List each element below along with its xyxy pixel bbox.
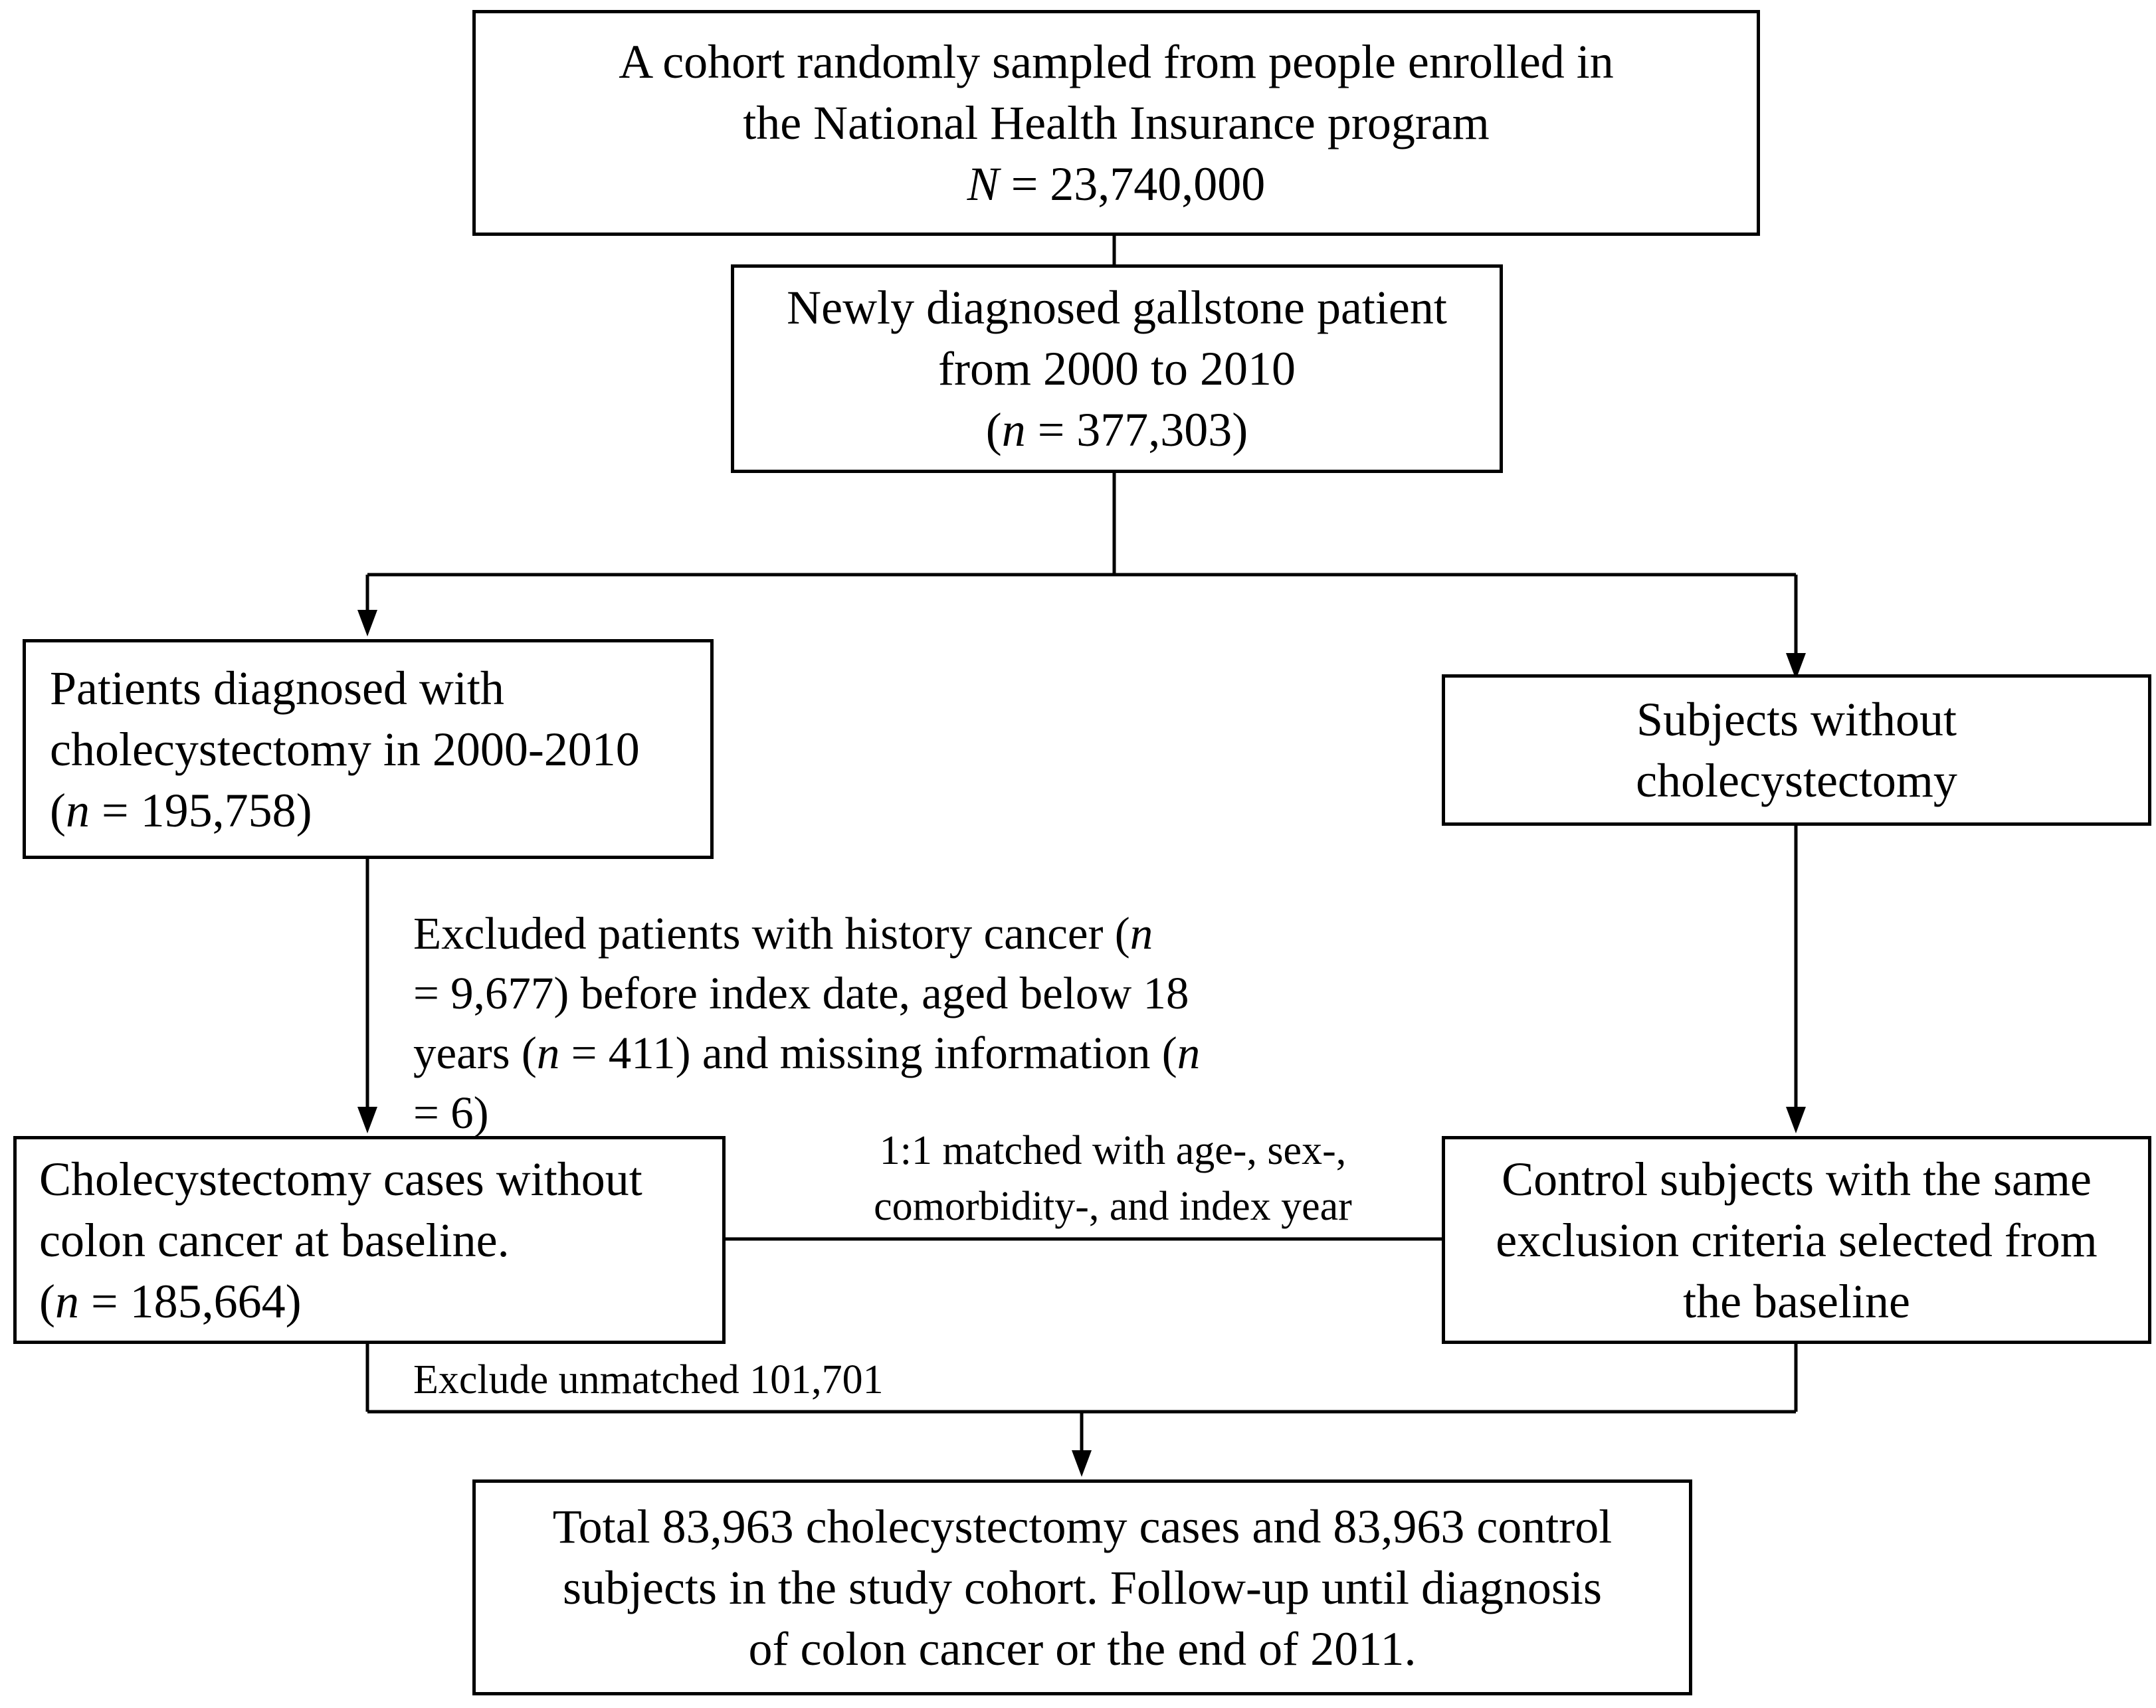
cholecystectomy-box: Patients diagnosed with cholecystectomy … [23,639,714,859]
cases-line-2: colon cancer at baseline. [39,1213,510,1267]
cohort-count: N = 23,740,000 [967,153,1266,215]
cohort-box: A cohort randomly sampled from people en… [472,10,1760,236]
controls-line-3: the baseline [1683,1274,1910,1328]
unmatched-note: Exclude unmatched 101,701 [413,1352,1011,1408]
exclusion-line-2: = 9,677) before index date, aged below 1… [413,968,1189,1018]
controls-box: Control subjects with the same exclusion… [1442,1136,2151,1344]
arrowhead-total [1072,1450,1092,1477]
cases-count: (n = 185,664) [39,1274,302,1328]
without-line-1: Subjects without [1636,693,1957,746]
arrowhead-controls [1786,1107,1806,1133]
gallstone-line-1: Newly diagnosed gallstone patient [787,281,1447,334]
total-box: Total 83,963 cholecystectomy cases and 8… [472,1479,1692,1695]
without-line-2: cholecystectomy [1636,754,1957,807]
matching-line-2: comorbidity-, and index year [874,1184,1352,1229]
exclusion-line-4: = 6) [413,1088,489,1138]
exclusion-n-symbol-2: n [536,1028,560,1078]
exclusion-n-symbol-3: n [1177,1028,1201,1078]
exclusion-line-3-mid: = 411) and missing information ( [559,1028,1177,1078]
cases-n-value: = 185,664) [90,1274,302,1328]
without-cholecystectomy-box: Subjects without cholecystectomy [1442,674,2151,826]
cases-box: Cholecystectomy cases without colon canc… [13,1136,726,1344]
cohort-line-2: the National Health Insurance program [743,96,1490,149]
gallstone-box: Newly diagnosed gallstone patient from 2… [731,264,1503,473]
matching-note: 1:1 matched with age-, sex-, comorbidity… [797,1123,1428,1234]
exclusion-line-1-text: Excluded patients with history cancer ( [413,908,1130,959]
exclusion-note: Excluded patients with history cancer (n… [413,903,1290,1143]
gallstone-count: (n = 377,303) [985,403,1248,456]
controls-line-1: Control subjects with the same [1502,1152,2092,1206]
exclusion-line-3-pre: years ( [413,1028,537,1078]
cases-line-1: Cholecystectomy cases without [39,1152,642,1206]
exclusion-line-3: years (n = 411) and missing information … [413,1023,1290,1083]
cholecystectomy-n-value: = 195,758) [101,783,312,837]
cholecystectomy-count: (n = 195,758) [50,783,312,837]
arrowhead-cases [357,1107,377,1133]
cholecystectomy-line-1: Patients diagnosed with [50,661,504,715]
cases-n-symbol: n [54,1274,79,1328]
cholecystectomy-n-symbol: n [65,783,90,837]
total-line-3: of colon cancer or the end of 2011. [748,1622,1417,1675]
total-line-2: subjects in the study cohort. Follow-up … [563,1561,1602,1614]
exclusion-line-1: Excluded patients with history cancer (n [413,903,1290,963]
cohort-n-symbol: N [967,157,999,211]
exclusion-n-symbol-1: n [1129,908,1153,959]
arrowhead-left-split [357,610,377,636]
gallstone-n-value: = 377,303) [1037,403,1248,456]
unmatched-text: Exclude unmatched 101,701 [413,1357,884,1402]
arrowhead-right-split [1786,653,1806,680]
matching-line-1: 1:1 matched with age-, sex-, [879,1128,1347,1173]
controls-line-2: exclusion criteria selected from [1496,1213,2098,1267]
gallstone-line-2: from 2000 to 2010 [938,342,1296,395]
total-line-1: Total 83,963 cholecystectomy cases and 8… [552,1499,1613,1553]
cohort-n-value: = 23,740,000 [1011,157,1266,211]
cholecystectomy-line-2: cholecystectomy in 2000-2010 [50,722,640,776]
gallstone-n-symbol: n [1001,403,1026,456]
cohort-line-1: A cohort randomly sampled from people en… [619,35,1614,88]
